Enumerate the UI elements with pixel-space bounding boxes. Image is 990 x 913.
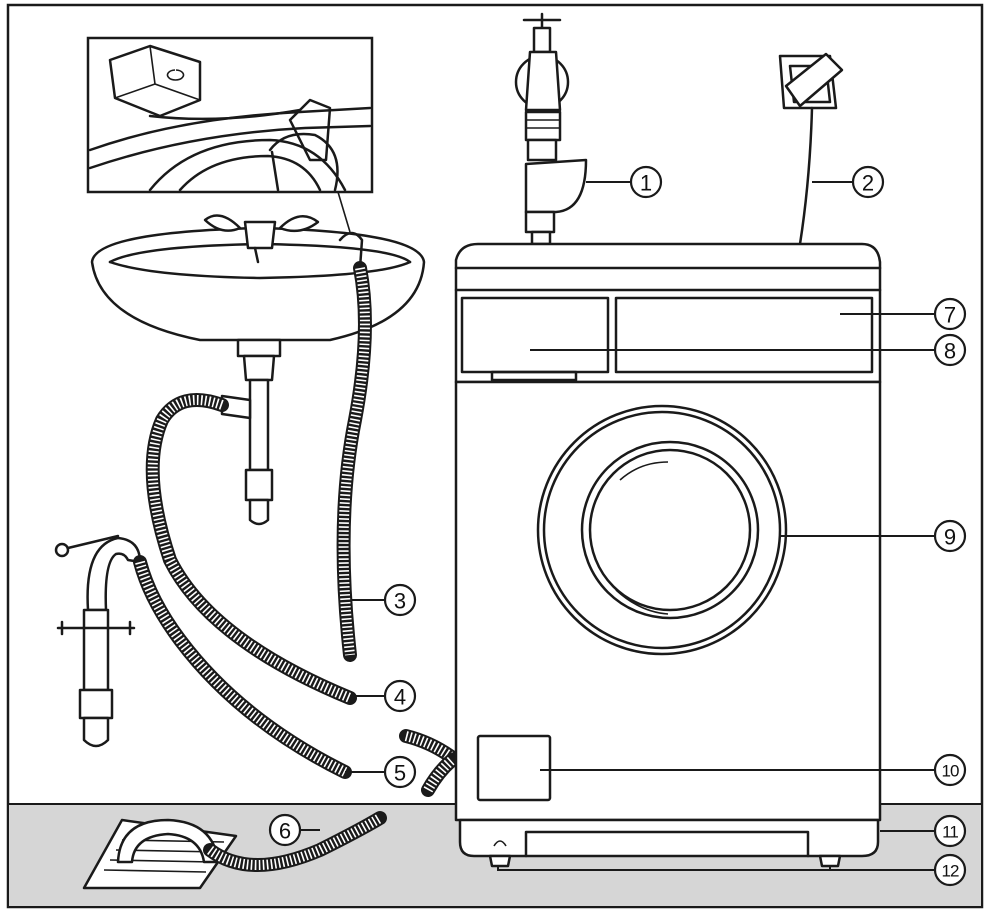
- callout-12: 12: [933, 853, 967, 887]
- callout-10: 10: [933, 753, 967, 787]
- callout-1: 1: [629, 165, 663, 199]
- callout-8: 8: [933, 333, 967, 367]
- svg-text:4: 4: [394, 685, 406, 710]
- drain-hose-ends: [399, 729, 459, 797]
- hose-5-ribbed: [133, 555, 352, 779]
- callout-3: 3: [383, 583, 417, 617]
- power-socket: [778, 52, 844, 246]
- callout-9: 9: [933, 519, 967, 553]
- inset-hook-detail: [86, 36, 374, 194]
- callout-7: 7: [933, 297, 967, 331]
- svg-text:10: 10: [942, 762, 959, 781]
- inset-pointer: [337, 191, 351, 233]
- svg-text:11: 11: [942, 823, 958, 842]
- hose-3-ribbed: [336, 261, 372, 662]
- standpipe: [54, 534, 142, 748]
- callout-5: 5: [383, 755, 417, 789]
- svg-text:2: 2: [862, 171, 874, 196]
- callout-6: 6: [268, 813, 302, 847]
- svg-text:8: 8: [944, 339, 956, 364]
- svg-text:12: 12: [942, 862, 959, 881]
- svg-text:3: 3: [394, 589, 406, 614]
- callout-2: 2: [851, 165, 885, 199]
- hose-6-ribbed: [203, 811, 387, 872]
- svg-text:6: 6: [279, 819, 291, 844]
- washing-machine: [454, 242, 882, 868]
- callout-4: 4: [383, 679, 417, 713]
- wash-basin: [90, 214, 426, 526]
- svg-text:5: 5: [394, 761, 406, 786]
- callout-11: 11: [933, 814, 967, 848]
- svg-text:7: 7: [944, 303, 956, 328]
- callout-lines: [300, 181, 934, 871]
- water-tap: [514, 12, 588, 246]
- svg-text:9: 9: [944, 525, 956, 550]
- svg-text:1: 1: [640, 171, 652, 196]
- hose-4-ribbed: [145, 393, 357, 705]
